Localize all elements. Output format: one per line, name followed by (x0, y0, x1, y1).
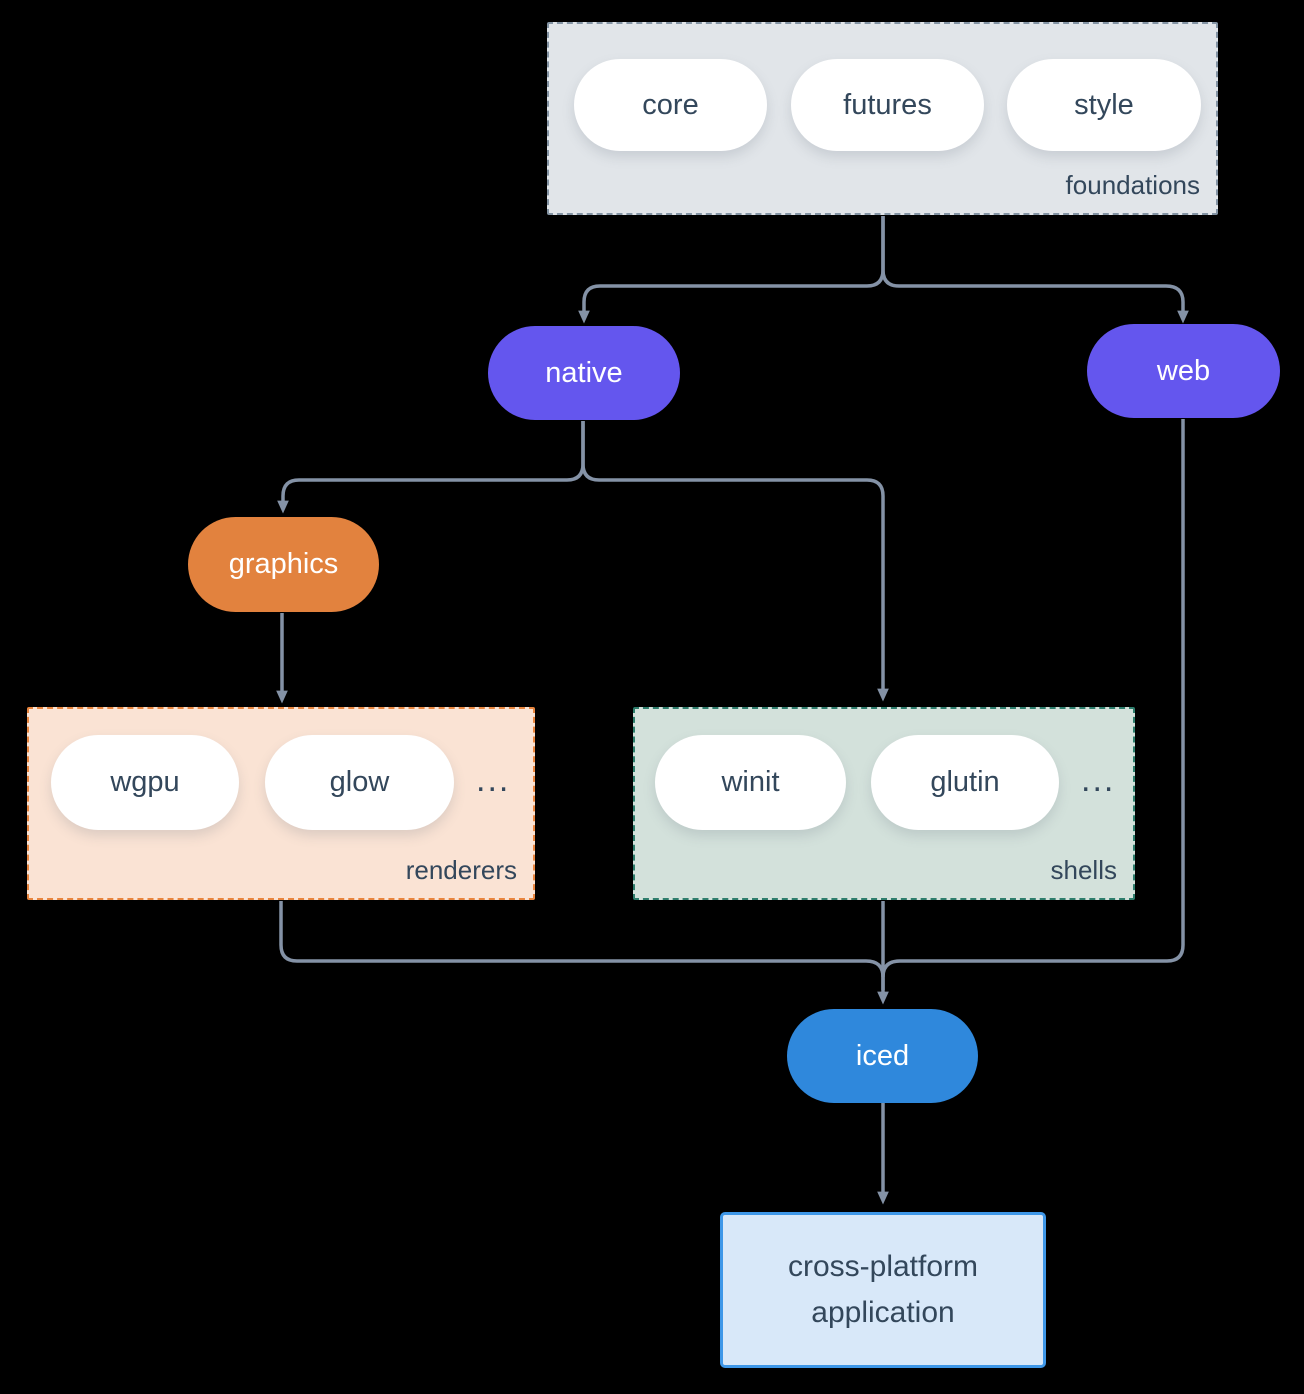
shells-ellipsis: ... (1081, 761, 1116, 799)
node-iced: iced (787, 1009, 978, 1103)
node-native-label: native (545, 356, 623, 389)
pill-glutin: glutin (871, 735, 1059, 830)
node-native: native (488, 326, 680, 420)
arrow-foundations-to-web (881, 216, 1189, 324)
pill-futures-label: futures (843, 88, 932, 121)
node-graphics-label: graphics (228, 548, 339, 580)
foundations-group-box: core futures style foundations (547, 22, 1218, 215)
application-label-line2: application (811, 1296, 955, 1329)
arrow-renderers-to-iced (279, 901, 889, 1005)
pill-style-label: style (1074, 88, 1134, 121)
pill-wgpu: wgpu (51, 735, 239, 830)
pill-winit: winit (655, 735, 846, 830)
pill-core-label: core (642, 88, 699, 121)
pill-glow: glow (265, 735, 454, 830)
pill-core: core (574, 59, 767, 151)
node-graphics: graphics (188, 517, 379, 612)
pill-style: style (1007, 59, 1201, 151)
renderers-group-label: renderers (405, 855, 517, 885)
application-box: cross-platform application (720, 1212, 1046, 1368)
foundations-group-label: foundations (1065, 170, 1200, 200)
pill-winit-label: winit (721, 766, 780, 798)
node-web: web (1087, 324, 1280, 418)
node-iced-label: iced (855, 1039, 910, 1072)
pill-glow-label: glow (329, 766, 390, 798)
renderers-ellipsis: ... (476, 761, 511, 799)
node-web-label: web (1156, 354, 1211, 387)
shells-group-label: shells (1050, 855, 1117, 885)
arrow-native-to-graphics (277, 421, 585, 514)
arrow-native-to-shells (581, 421, 889, 702)
pill-wgpu-label: wgpu (110, 766, 180, 798)
pill-glutin-label: glutin (930, 766, 1000, 798)
shells-group-box: winit glutin ... shells (633, 707, 1135, 900)
pill-futures: futures (791, 59, 984, 151)
renderers-group-box: wgpu glow ... renderers (27, 707, 535, 900)
arrow-foundations-to-native (578, 216, 885, 324)
application-label-line1: cross-platform (787, 1249, 979, 1283)
